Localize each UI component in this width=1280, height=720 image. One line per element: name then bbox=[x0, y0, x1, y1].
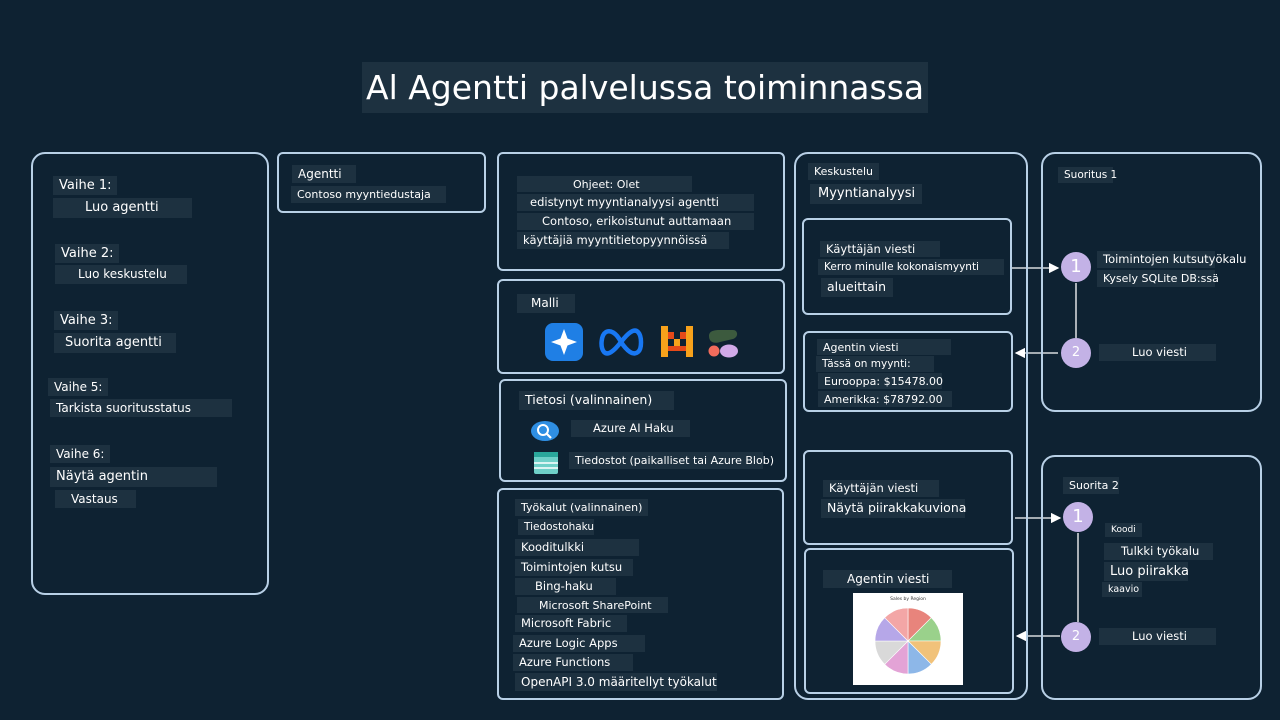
user-message-1-text-line2: alueittain bbox=[821, 278, 893, 297]
instructions-panel bbox=[497, 152, 785, 271]
tool-item: Bing-haku bbox=[515, 578, 616, 595]
pie-slice bbox=[884, 607, 909, 642]
run1-header: Suoritus 1 bbox=[1058, 167, 1117, 183]
step1-label: Vaihe 1: bbox=[53, 176, 118, 195]
conversation-topic: Myyntianalyysi bbox=[810, 184, 922, 204]
tool-item: Microsoft SharePoint bbox=[517, 597, 668, 613]
tool-item: Kooditulkki bbox=[515, 539, 639, 556]
conversation-panel bbox=[794, 152, 1028, 700]
agent-message-2-label: Agentin viesti bbox=[823, 570, 952, 588]
steps-panel bbox=[31, 152, 269, 595]
run2-panel bbox=[1041, 455, 1262, 700]
azure-search-icon bbox=[530, 418, 560, 442]
meta-logo-icon bbox=[598, 327, 644, 357]
model-panel bbox=[497, 279, 785, 374]
agent-name: Contoso myyntiedustaja bbox=[291, 186, 446, 203]
run2-step1-line4: kaavio bbox=[1102, 582, 1142, 597]
user-message-1-label: Käyttäjän viesti bbox=[820, 241, 940, 257]
knowledge-item-azure-ai-search: Azure AI Haku bbox=[571, 420, 690, 437]
run1-step1-circle: 1 bbox=[1061, 252, 1091, 282]
azure-ai-logo-icon bbox=[544, 322, 584, 362]
model-header: Malli bbox=[517, 294, 575, 313]
tool-item: OpenAPI 3.0 määritellyt työkalut bbox=[515, 673, 717, 691]
run1-step1-line2: Kysely SQLite DB:ssä bbox=[1097, 270, 1219, 287]
user-message-1-text-line1: Kerro minulle kokonaismyynti bbox=[818, 259, 1004, 275]
run2-step1-line1: Koodi bbox=[1105, 523, 1142, 537]
run2-header: Suorita 2 bbox=[1063, 477, 1119, 494]
step3-label: Vaihe 3: bbox=[54, 311, 119, 330]
step3-action: Suorita agentti bbox=[54, 333, 176, 353]
tools-header: Työkalut (valinnainen) bbox=[515, 499, 649, 516]
instructions-line4: käyttäjiä myyntitietopyynnöissä bbox=[517, 232, 729, 249]
tool-item: Tiedostohaku bbox=[518, 519, 594, 535]
step6-action-line1: Näytä agentin bbox=[50, 467, 217, 487]
step1-action: Luo agentti bbox=[53, 198, 192, 218]
run1-step2-text: Luo viesti bbox=[1099, 344, 1216, 361]
step6-action-line2: Vastaus bbox=[55, 490, 136, 508]
instructions-line3: Contoso, erikoistunut auttamaan bbox=[517, 213, 754, 230]
run1-step2-circle: 2 bbox=[1061, 338, 1091, 368]
user-message-2-text: Näytä piirakkakuviona bbox=[821, 499, 966, 518]
agent-message-1-text-line2: Eurooppa: $15478.00 bbox=[818, 373, 943, 389]
run2-step1-circle: 1 bbox=[1063, 502, 1093, 532]
pie-chart-title: Sales by Region bbox=[890, 596, 926, 602]
tool-item: Microsoft Fabric bbox=[515, 615, 627, 632]
step5-action: Tarkista suoritusstatus bbox=[50, 399, 232, 417]
pie-chart-image: Sales by Region bbox=[853, 593, 963, 685]
user-message-1 bbox=[802, 218, 1012, 315]
tool-item: Azure Functions bbox=[513, 654, 633, 671]
agent-message-1 bbox=[803, 331, 1013, 412]
instructions-line2: edistynyt myyntianalyysi agentti bbox=[517, 194, 754, 211]
run1-panel bbox=[1041, 152, 1262, 412]
tool-item: Azure Logic Apps bbox=[513, 635, 645, 652]
agent-header: Agentti bbox=[292, 165, 356, 183]
agent-message-1-label: Agentin viesti bbox=[817, 339, 951, 355]
page-title: Al Agentti palvelussa toiminnassa bbox=[362, 62, 929, 113]
step5-label: Vaihe 5: bbox=[48, 378, 109, 396]
agent-panel bbox=[277, 152, 486, 213]
agent-message-2 bbox=[804, 548, 1014, 694]
run2-step2-circle: 2 bbox=[1061, 622, 1091, 652]
cohere-logo-icon bbox=[706, 328, 740, 360]
agent-message-1-text-line1: Tässä on myynti: bbox=[816, 356, 934, 372]
step2-action: Luo keskustelu bbox=[55, 265, 187, 284]
agent-message-1-text-line3: Amerikka: $78792.00 bbox=[818, 391, 952, 407]
step2-label: Vaihe 2: bbox=[55, 244, 120, 263]
tools-panel bbox=[497, 488, 784, 700]
user-message-2-label: Käyttäjän viesti bbox=[823, 480, 939, 497]
knowledge-header: Tietosi (valinnainen) bbox=[519, 391, 674, 410]
tool-item: Toimintojen kutsu bbox=[515, 559, 633, 576]
run1-step1-line1: Toimintojen kutsutyökalu bbox=[1097, 251, 1246, 268]
run2-step1-line2: Tulkki työkalu bbox=[1104, 543, 1213, 560]
conversation-header: Keskustelu bbox=[808, 163, 880, 180]
mistral-logo-icon bbox=[659, 323, 695, 359]
knowledge-item-files: Tiedostot (paikalliset tai Azure Blob) bbox=[569, 452, 774, 469]
blob-storage-icon bbox=[533, 451, 559, 475]
knowledge-panel bbox=[499, 379, 787, 482]
instructions-line1: Ohjeet: Olet bbox=[517, 176, 692, 192]
run2-step1-line3: Luo piirakka bbox=[1104, 562, 1189, 581]
user-message-2 bbox=[803, 450, 1013, 545]
step6-label: Vaihe 6: bbox=[50, 445, 111, 463]
pie-chart-svg: Sales by Region bbox=[874, 596, 942, 675]
run2-step2-text: Luo viesti bbox=[1099, 628, 1216, 645]
